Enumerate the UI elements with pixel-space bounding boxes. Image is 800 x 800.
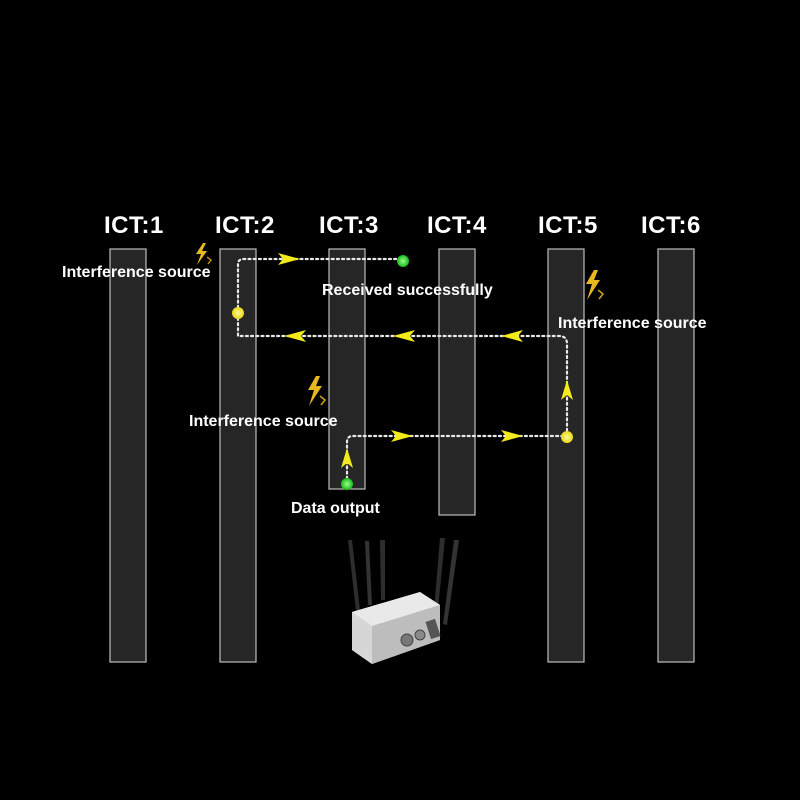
ict-column-3 (328, 248, 366, 490)
lightning-icon (196, 243, 212, 265)
arrow-right-1 (391, 430, 413, 442)
arrow-group (278, 253, 573, 468)
ict-label-4: ICT:4 (427, 212, 487, 239)
data-output-label: Data output (291, 500, 380, 517)
ict-label-6: ICT:6 (641, 212, 701, 239)
interference-source-label-left: Interference source (62, 264, 211, 281)
arrow-left-2 (393, 330, 415, 342)
node-start-green (341, 478, 353, 490)
ict-label-3: ICT:3 (319, 212, 379, 239)
arrow-left-3 (284, 330, 306, 342)
ict-label-5: ICT:5 (538, 212, 598, 239)
arrow-right-2 (501, 430, 523, 442)
ict-column-4 (438, 248, 476, 516)
ict-column-6 (657, 248, 695, 663)
path-segment-2 (236, 311, 569, 438)
column-group (109, 248, 695, 663)
ict-label-2: ICT:2 (215, 212, 275, 239)
received-successfully-label: Received successfully (322, 282, 493, 299)
arrow-up-2 (561, 380, 573, 400)
path-segment-3 (236, 257, 405, 315)
ict-column-5 (547, 248, 585, 663)
path-segment-1 (345, 434, 569, 486)
arrow-right-3 (278, 253, 300, 265)
ict-label-1: ICT:1 (104, 212, 164, 239)
node-yellow-ict2 (232, 307, 244, 319)
node-yellow-ict5 (561, 431, 573, 443)
transmission-path (236, 257, 569, 486)
lightning-icon (308, 376, 327, 406)
arrow-left-1 (501, 330, 523, 342)
ict-column-1 (109, 248, 147, 663)
wireless-gateway-icon (348, 538, 459, 664)
lightning-icon (586, 270, 605, 300)
interference-source-label-middle: Interference source (189, 413, 338, 430)
arrow-up-1 (341, 448, 353, 468)
interference-source-label-right: Interference source (558, 315, 707, 332)
node-end-green (397, 255, 409, 267)
